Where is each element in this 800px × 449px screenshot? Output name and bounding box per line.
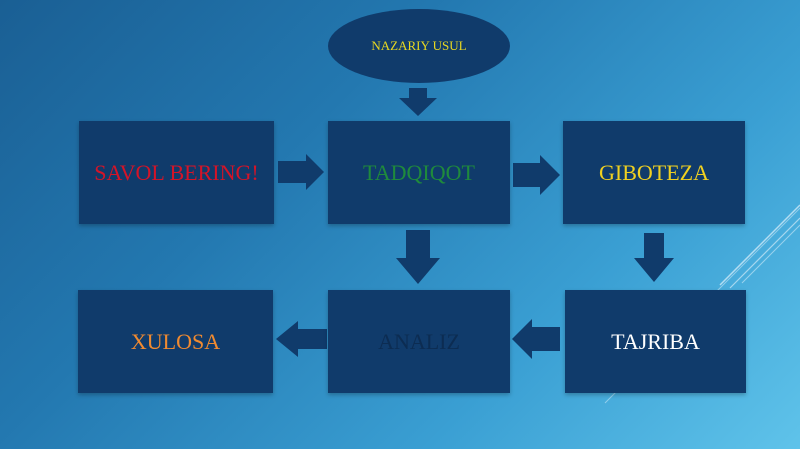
node-question-label: SAVOL BERING! bbox=[94, 159, 259, 185]
arrow-experiment-to-analysis bbox=[512, 319, 560, 359]
node-conclusion: XULOSA bbox=[78, 290, 273, 393]
node-hypothesis-label: GIBOTEZA bbox=[599, 159, 709, 185]
arrow-method-to-research bbox=[399, 88, 437, 116]
arrow-hypothesis-to-experiment bbox=[634, 233, 674, 282]
arrow-question-to-research bbox=[278, 154, 324, 190]
arrow-research-to-hypothesis bbox=[513, 155, 560, 195]
node-experiment: TAJRIBA bbox=[565, 290, 746, 393]
node-research-label: TADQIQOT bbox=[363, 159, 475, 185]
node-conclusion-label: XULOSA bbox=[130, 328, 221, 354]
arrow-analysis-to-conclusion bbox=[276, 321, 327, 357]
node-experiment-label: TAJRIBA bbox=[611, 328, 700, 354]
node-research: TADQIQOT bbox=[328, 121, 510, 224]
node-analysis: ANALIZ bbox=[328, 290, 510, 393]
node-question: SAVOL BERING! bbox=[79, 121, 274, 224]
method-label: NAZARIY USUL bbox=[371, 38, 467, 53]
method-ellipse: NAZARIY USUL bbox=[328, 9, 510, 83]
node-hypothesis: GIBOTEZA bbox=[563, 121, 745, 224]
arrow-research-to-analysis bbox=[396, 230, 440, 284]
node-analysis-label: ANALIZ bbox=[378, 328, 460, 354]
